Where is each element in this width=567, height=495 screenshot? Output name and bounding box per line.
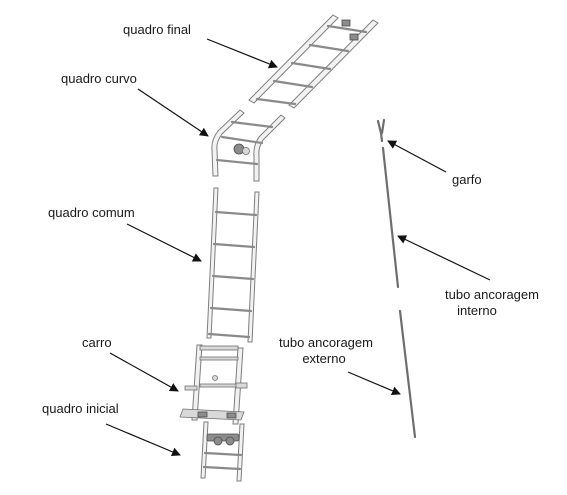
carro-wheel bbox=[197, 411, 208, 418]
carro-side-bracket bbox=[235, 382, 248, 389]
carro-side-bracket bbox=[184, 385, 198, 391]
quadro-comum-rung bbox=[212, 242, 256, 249]
tubo-ancoragem-interno-leader-arrow bbox=[397, 235, 491, 281]
carro-top-bar bbox=[199, 345, 239, 351]
label-quadro-inicial: quadro inicial bbox=[42, 401, 119, 416]
label-quadro-final: quadro final bbox=[123, 22, 191, 37]
quadro-comum-leader-arrow bbox=[126, 223, 202, 262]
label-tubo-ancoragem-interno-line1: tubo ancoragem bbox=[445, 287, 539, 302]
quadro-comum-rung bbox=[211, 274, 255, 281]
quadro-final-section bbox=[248, 14, 379, 109]
garfo-leader-arrow bbox=[387, 140, 447, 173]
carro-wheel bbox=[226, 412, 237, 419]
quadro-final-rung bbox=[290, 61, 332, 71]
quadro-inicial-leader-arrow bbox=[105, 423, 181, 457]
quadro-final-fitting bbox=[341, 19, 351, 27]
quadro-curvo-roller bbox=[242, 147, 250, 155]
carro-left-rail bbox=[191, 344, 203, 421]
quadro-comum-rung bbox=[214, 210, 258, 217]
carro-pin bbox=[212, 375, 218, 381]
carro-carriage bbox=[179, 344, 248, 425]
carro-bar bbox=[199, 356, 239, 361]
quadro-final-rung bbox=[255, 97, 297, 106]
label-quadro-curvo: quadro curvo bbox=[61, 71, 137, 86]
tubo-ancoragem-externo-leader-arrow bbox=[347, 371, 401, 396]
quadro-curvo-leader-arrow bbox=[137, 88, 209, 137]
quadro-comum-right-rail bbox=[247, 191, 260, 343]
quadro-inicial-rung bbox=[202, 465, 242, 471]
quadro-final-rung bbox=[272, 79, 314, 89]
label-quadro-comum: quadro comum bbox=[48, 205, 135, 220]
quadro-final-left-rail bbox=[248, 14, 339, 104]
label-tubo-ancoragem-interno-line2: interno bbox=[457, 303, 497, 318]
quadro-curvo-rung bbox=[230, 120, 274, 129]
quadro-final-rung bbox=[326, 24, 368, 34]
quadro-final-rung bbox=[308, 43, 350, 53]
quadro-inicial-drive-wheel bbox=[225, 436, 235, 446]
carro-bar bbox=[199, 383, 239, 388]
carro-leader-arrow bbox=[109, 352, 179, 392]
label-tubo-ancoragem-externo-line2: externo bbox=[302, 351, 346, 366]
label-carro: carro bbox=[82, 335, 112, 350]
quadro-inicial-right-rail bbox=[236, 423, 245, 482]
label-garfo: garfo bbox=[452, 172, 482, 187]
quadro-inicial-section bbox=[200, 421, 245, 482]
garfo-right-prong bbox=[380, 118, 386, 135]
tubo-ancoragem-externo-tube bbox=[398, 309, 417, 439]
garfo-stem bbox=[379, 131, 384, 143]
quadro-comum-left-rail bbox=[206, 187, 219, 339]
quadro-final-fitting bbox=[349, 33, 359, 41]
garfo-left-prong bbox=[376, 119, 383, 135]
tubo-ancoragem-interno-tube bbox=[381, 146, 400, 289]
quadro-inicial-drive-wheel bbox=[213, 436, 223, 446]
quadro-curvo-rung bbox=[215, 158, 259, 166]
quadro-inicial-left-rail bbox=[200, 421, 209, 479]
quadro-comum-section bbox=[206, 187, 260, 343]
quadro-comum-rung bbox=[209, 306, 253, 313]
quadro-curvo-rung bbox=[220, 135, 264, 145]
quadro-curvo-left-rail bbox=[211, 109, 245, 177]
quadro-curvo-section bbox=[211, 109, 286, 182]
label-tubo-ancoragem-externo-line1: tubo ancoragem bbox=[279, 335, 373, 350]
garfo-fork bbox=[376, 118, 386, 143]
quadro-comum-rung bbox=[207, 332, 251, 339]
quadro-inicial-rung bbox=[203, 451, 243, 457]
quadro-final-leader-arrow bbox=[206, 38, 278, 69]
